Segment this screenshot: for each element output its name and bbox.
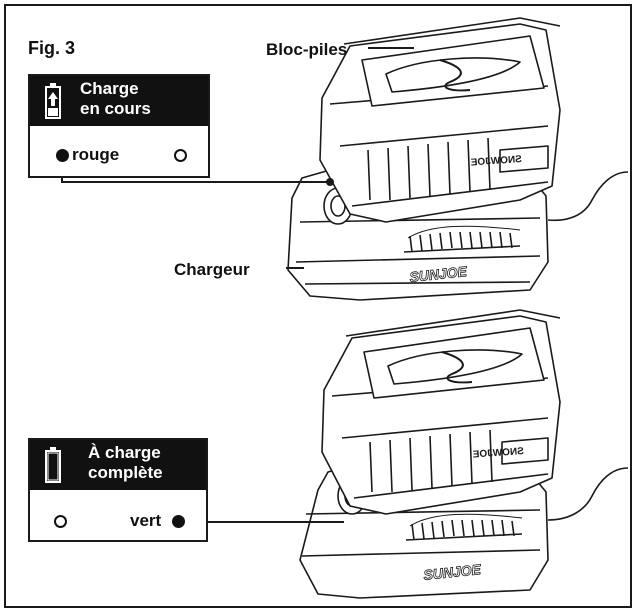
brand-side-bottom: SNOWJOE (472, 446, 524, 461)
full-title-line1: À charge (88, 443, 161, 462)
brand-side-top: SNOWJOE (470, 154, 522, 169)
charging-title-line2: en cours (80, 99, 151, 118)
figure-label: Fig. 3 (28, 38, 76, 58)
green-color-label: vert (130, 511, 162, 530)
inactive-led-indicator (174, 149, 187, 162)
charging-led-point (326, 178, 334, 186)
inactive-led-indicator (54, 515, 67, 528)
full-status-header: À charge complète (30, 440, 206, 490)
power-cord-bottom (547, 467, 629, 521)
charging-status-box: Charge en cours rouge (28, 74, 210, 178)
figure-frame (4, 4, 632, 608)
charging-title-line1: Charge (80, 79, 139, 98)
full-title-line2: complète (88, 463, 163, 482)
battery-full-icon (45, 447, 61, 483)
red-led-indicator (56, 149, 69, 162)
charger-label: Chargeur (174, 260, 250, 279)
battery-pack-bottom (321, 309, 561, 515)
charging-status-title: Charge en cours (80, 79, 151, 119)
battery-pack-top (319, 17, 561, 223)
full-charge-status-box: À charge complète vert (28, 438, 208, 542)
battery-pack-label: Bloc-piles (266, 40, 348, 59)
battery-charging-icon (45, 83, 61, 119)
green-led-indicator (172, 515, 185, 528)
charging-status-header: Charge en cours (30, 76, 208, 126)
power-cord-top (547, 171, 629, 222)
brand-front-bottom: SUNJOE (423, 561, 483, 583)
brand-front-top: SUNJOE (409, 263, 469, 285)
red-color-label: rouge (72, 145, 120, 164)
full-status-title: À charge complète (88, 443, 163, 483)
